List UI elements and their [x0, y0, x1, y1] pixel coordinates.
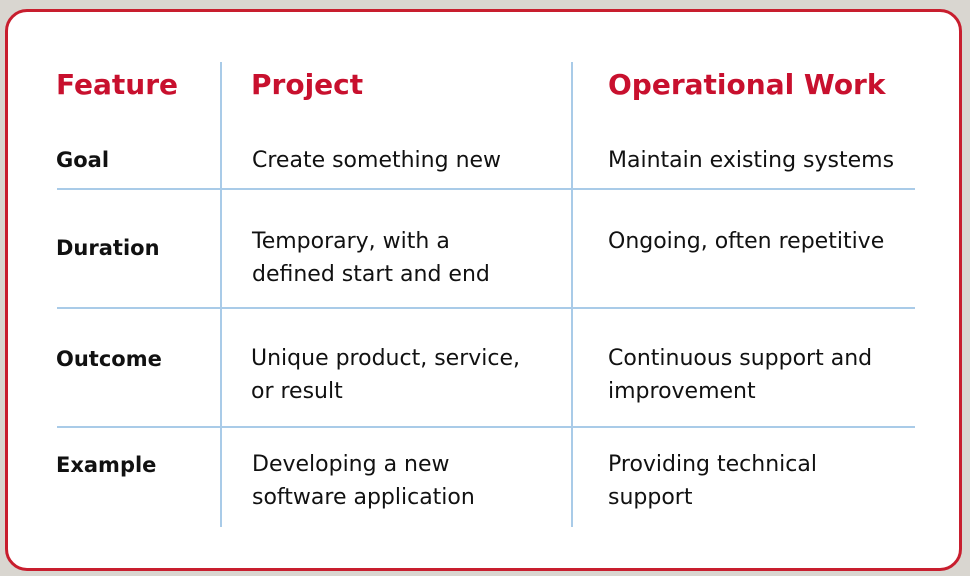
row-divider-1: [57, 188, 915, 190]
project-example-line-1: Developing a new: [252, 452, 450, 477]
project-duration-line-1: Temporary, with a: [252, 229, 450, 254]
row-divider-3: [57, 426, 915, 428]
operational-example-line-1: Providing technical: [608, 452, 817, 477]
project-outcome-line-1: Unique product, service,: [251, 346, 520, 371]
row-divider-2: [57, 307, 915, 309]
operational-outcome-line-2: improvement: [608, 379, 756, 404]
project-example-line-2: software application: [252, 485, 475, 510]
feature-duration: Duration: [56, 236, 160, 260]
project-duration-line-2: defined start and end: [252, 262, 490, 287]
feature-example: Example: [56, 453, 157, 477]
header-operational-work: Operational Work: [608, 68, 886, 101]
operational-goal-line-1: Maintain existing systems: [608, 148, 895, 173]
feature-goal: Goal: [56, 148, 110, 172]
comparison-card: Feature Project Operational Work Goal Cr…: [5, 9, 962, 571]
column-divider-2: [571, 62, 573, 527]
operational-example-line-2: support: [608, 485, 693, 510]
operational-duration-line-1: Ongoing, often repetitive: [608, 229, 885, 254]
header-feature: Feature: [56, 68, 178, 101]
project-goal-line-1: Create something new: [252, 148, 502, 173]
project-outcome-line-2: or result: [251, 379, 343, 404]
operational-outcome-line-1: Continuous support and: [608, 346, 873, 371]
column-divider-1: [220, 62, 222, 527]
header-project: Project: [251, 68, 364, 101]
feature-outcome: Outcome: [56, 347, 162, 371]
